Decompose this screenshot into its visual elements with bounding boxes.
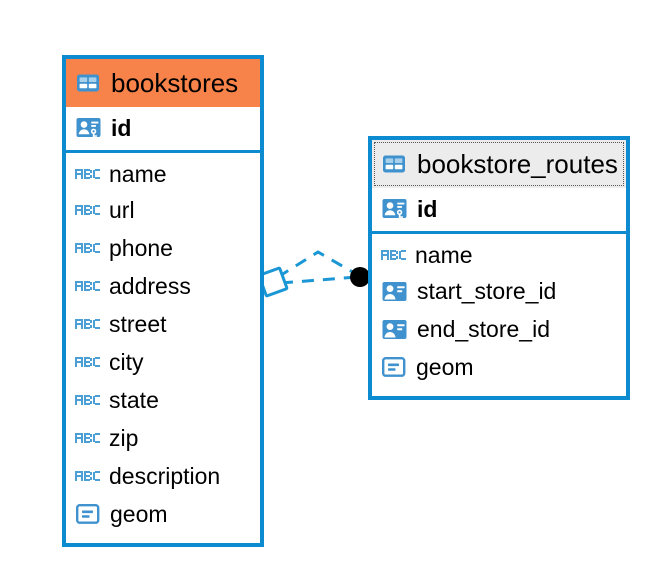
abc-text-icon [75,355,100,369]
field-row-address[interactable]: address [66,267,260,305]
field-name: city [109,348,144,375]
relationship-line-lower [280,275,358,285]
field-list-bookstore-routes: id nam [372,188,626,386]
field-name: id [417,196,438,222]
field-name: geom [110,500,168,527]
relationship-circle-marker [350,267,370,287]
field-list-bookstores: id [66,107,260,533]
abc-text-icon [75,241,100,255]
abc-text-icon [381,248,406,262]
field-name: start_store_id [417,277,557,304]
field-row-id[interactable]: id [66,107,260,153]
abc-text-icon [75,203,100,217]
field-name: name [109,160,167,187]
field-name: geom [416,353,474,380]
abc-text-icon [75,393,100,407]
table-icon [75,70,101,96]
field-row-name[interactable]: name [372,234,626,272]
entity-header-bookstore-routes[interactable]: bookstore_routes [372,140,626,188]
field-row-state[interactable]: state [66,381,260,419]
field-row-id[interactable]: id [372,188,626,234]
geometry-icon [381,354,407,380]
foreign-key-icon [381,280,408,303]
foreign-key-icon [381,318,408,341]
field-row-city[interactable]: city [66,343,260,381]
field-name: address [109,272,191,299]
field-row-street[interactable]: street [66,305,260,343]
field-row-geom[interactable]: geom [372,348,626,386]
primary-key-icon [75,115,102,142]
entity-title: bookstores [111,68,239,98]
field-name: zip [109,424,139,451]
table-icon [381,151,407,177]
abc-text-icon [75,279,100,293]
field-name: url [109,196,135,223]
field-name: description [109,462,221,489]
field-name: state [109,386,159,413]
relationship-line-upper [277,250,357,279]
field-row-phone[interactable]: phone [66,229,260,267]
abc-text-icon [75,317,100,331]
abc-text-icon [75,431,100,445]
field-row-name[interactable]: name [66,153,260,191]
field-row-description[interactable]: description [66,457,260,495]
primary-key-icon [381,196,408,223]
abc-text-icon [75,167,100,181]
entity-bookstore-routes[interactable]: bookstore_routes [368,136,630,400]
abc-text-icon [75,469,100,483]
entity-header-bookstores[interactable]: bookstores [66,59,260,107]
field-name: street [109,310,167,337]
entity-title: bookstore_routes [417,149,618,179]
field-row-geom[interactable]: geom [66,495,260,533]
field-name: name [415,241,473,268]
entity-bookstores[interactable]: bookstores id [62,55,264,547]
field-row-end-store-id[interactable]: end_store_id [372,310,626,348]
geometry-icon [75,501,101,527]
field-row-url[interactable]: url [66,191,260,229]
field-name: id [111,115,132,141]
field-row-zip[interactable]: zip [66,419,260,457]
field-name: phone [109,234,173,261]
field-row-start-store-id[interactable]: start_store_id [372,272,626,310]
field-name: end_store_id [417,315,550,342]
